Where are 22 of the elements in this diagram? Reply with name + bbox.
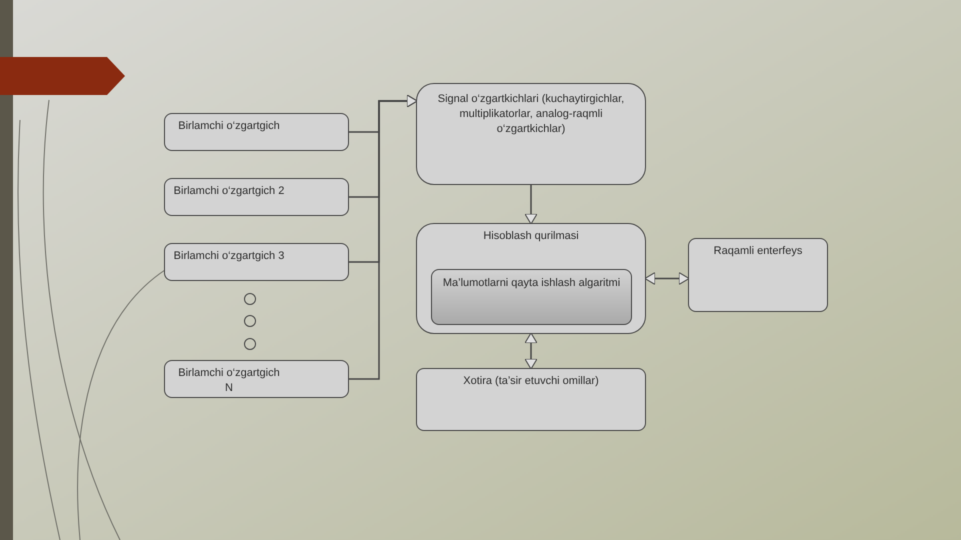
arrow [524,185,538,224]
process-box [416,83,646,185]
arrow [644,272,690,285]
box-text: Birlamchi o‘zgartgich 3 [173,249,285,264]
box-text: Birlamchi o‘zgartgich [177,119,281,134]
box-text: Xotira (ta’sir etuvchi omillar) [462,374,600,389]
process-box [416,368,646,431]
process-box [164,243,349,281]
box-text: Signal o‘zgartkichlari (kuchaytirgichlar, multiplikatorlar, analog-raqmli o‘zgartkichlar) [436,92,626,137]
box-text: Raqamli enterfeys [712,244,804,259]
process-box [164,178,349,216]
box-text: Birlamchi o‘zgartgich 2 [173,184,285,199]
process-box [688,238,828,312]
arrow [349,94,418,380]
arrow [524,332,538,370]
process-box [164,360,349,398]
process-box [164,113,349,151]
box-text: Ma’lumotlarni qayta ishlash algaritmi [442,276,622,291]
box-text: Birlamchi o‘zgartgich N [177,366,281,396]
box-text: Hisoblash qurilmasi [482,229,580,244]
inner-process-box [431,269,632,325]
process-box [416,223,646,334]
